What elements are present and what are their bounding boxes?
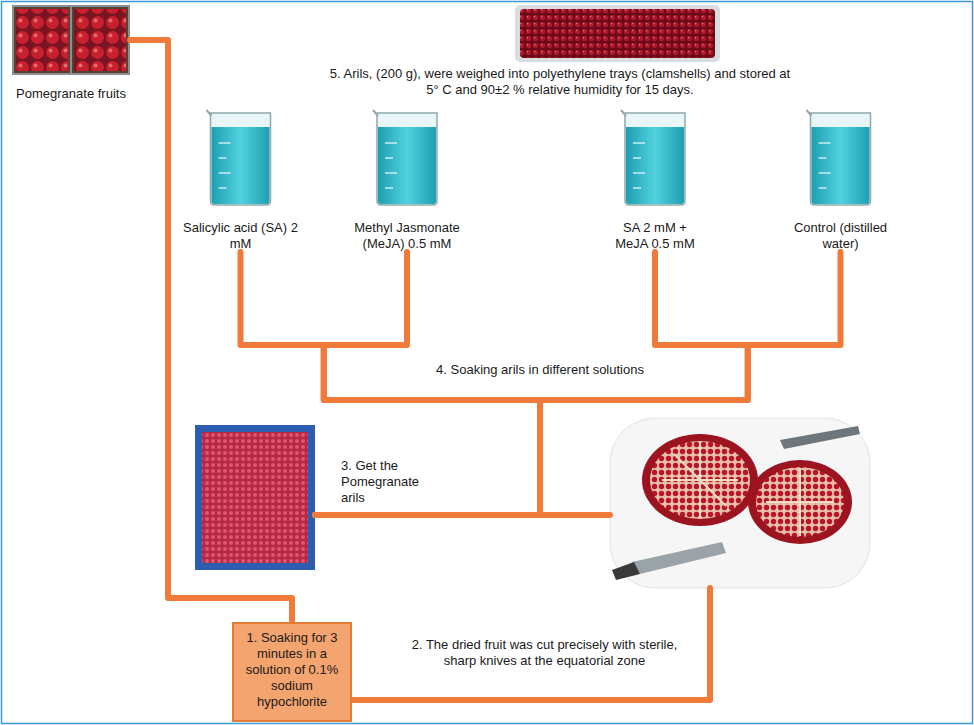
arils xyxy=(202,432,308,563)
photo-panel: Pomegranate fruits xyxy=(12,5,130,75)
flow-line xyxy=(315,252,841,515)
photo-panel: 3. Get the Pomegranate arils xyxy=(195,425,315,570)
aril-box-photo xyxy=(195,425,315,570)
step-text: 1. Soaking for 3 minutes in a solution o… xyxy=(240,630,344,710)
photo-caption: Pomegranate fruits xyxy=(16,86,126,102)
knife-blade xyxy=(632,542,726,574)
solution-label: Salicylic acid (SA) 2 mM xyxy=(178,220,303,252)
beaker-symbol xyxy=(621,110,685,205)
flow-line xyxy=(130,40,292,622)
solution-label: Methyl Jasmonate (MeJA) 0.5 mM xyxy=(347,220,467,252)
beaker-node: Methyl Jasmonate (MeJA) 0.5 mM xyxy=(347,108,467,252)
solution-label: SA 2 mM + MeJA 0.5 mM xyxy=(611,220,699,252)
flow-line xyxy=(352,588,710,700)
beaker-node: Salicylic acid (SA) 2 mM xyxy=(178,108,303,252)
step-text: 5. Arils, (200 g), were weighed into pol… xyxy=(325,66,795,98)
picture-space xyxy=(788,108,893,220)
picture-space xyxy=(178,108,303,220)
cut-fruit-photo xyxy=(610,418,870,588)
fruit-half xyxy=(642,434,758,526)
photo-panel xyxy=(610,418,870,588)
membrane xyxy=(662,442,738,518)
flow-line xyxy=(241,252,541,515)
picture-space xyxy=(325,5,795,66)
box xyxy=(195,425,315,570)
beaker-symbol xyxy=(207,110,271,205)
crate xyxy=(15,8,69,72)
flow-line xyxy=(315,252,748,515)
solution-label: Control (distilled water) xyxy=(788,220,893,252)
fruit-flesh xyxy=(650,441,750,519)
tray xyxy=(515,5,720,62)
fruit-crate-photo xyxy=(12,5,130,75)
fruit-half xyxy=(748,460,852,544)
picture-space xyxy=(611,108,699,220)
knife-blade xyxy=(780,426,860,449)
step-text: 4. Soaking arils in different solutions xyxy=(433,361,647,379)
arils xyxy=(520,9,715,58)
fruit-flesh xyxy=(756,467,844,537)
photo-panel: 5. Arils, (200 g), were weighed into pol… xyxy=(325,5,795,98)
crate xyxy=(73,8,127,72)
beaker-node: Control (distilled water) xyxy=(788,108,893,252)
cutting-board xyxy=(610,418,870,588)
flow-line xyxy=(315,252,540,515)
aril-tray-photo xyxy=(515,5,720,62)
membrane xyxy=(766,468,834,536)
photo-ground xyxy=(12,5,130,75)
beaker-symbol xyxy=(373,110,437,205)
step-text: 3. Get the Pomegranate arils xyxy=(341,458,426,506)
picture-space xyxy=(347,108,467,220)
beaker-node: SA 2 mM + MeJA 0.5 mM xyxy=(611,108,699,252)
step-text: 2. The dried fruit was cut precisely wit… xyxy=(392,636,697,670)
knife-handle xyxy=(612,562,640,580)
beaker-symbol xyxy=(807,110,871,205)
process-box: 1. Soaking for 3 minutes in a solution o… xyxy=(232,622,352,722)
